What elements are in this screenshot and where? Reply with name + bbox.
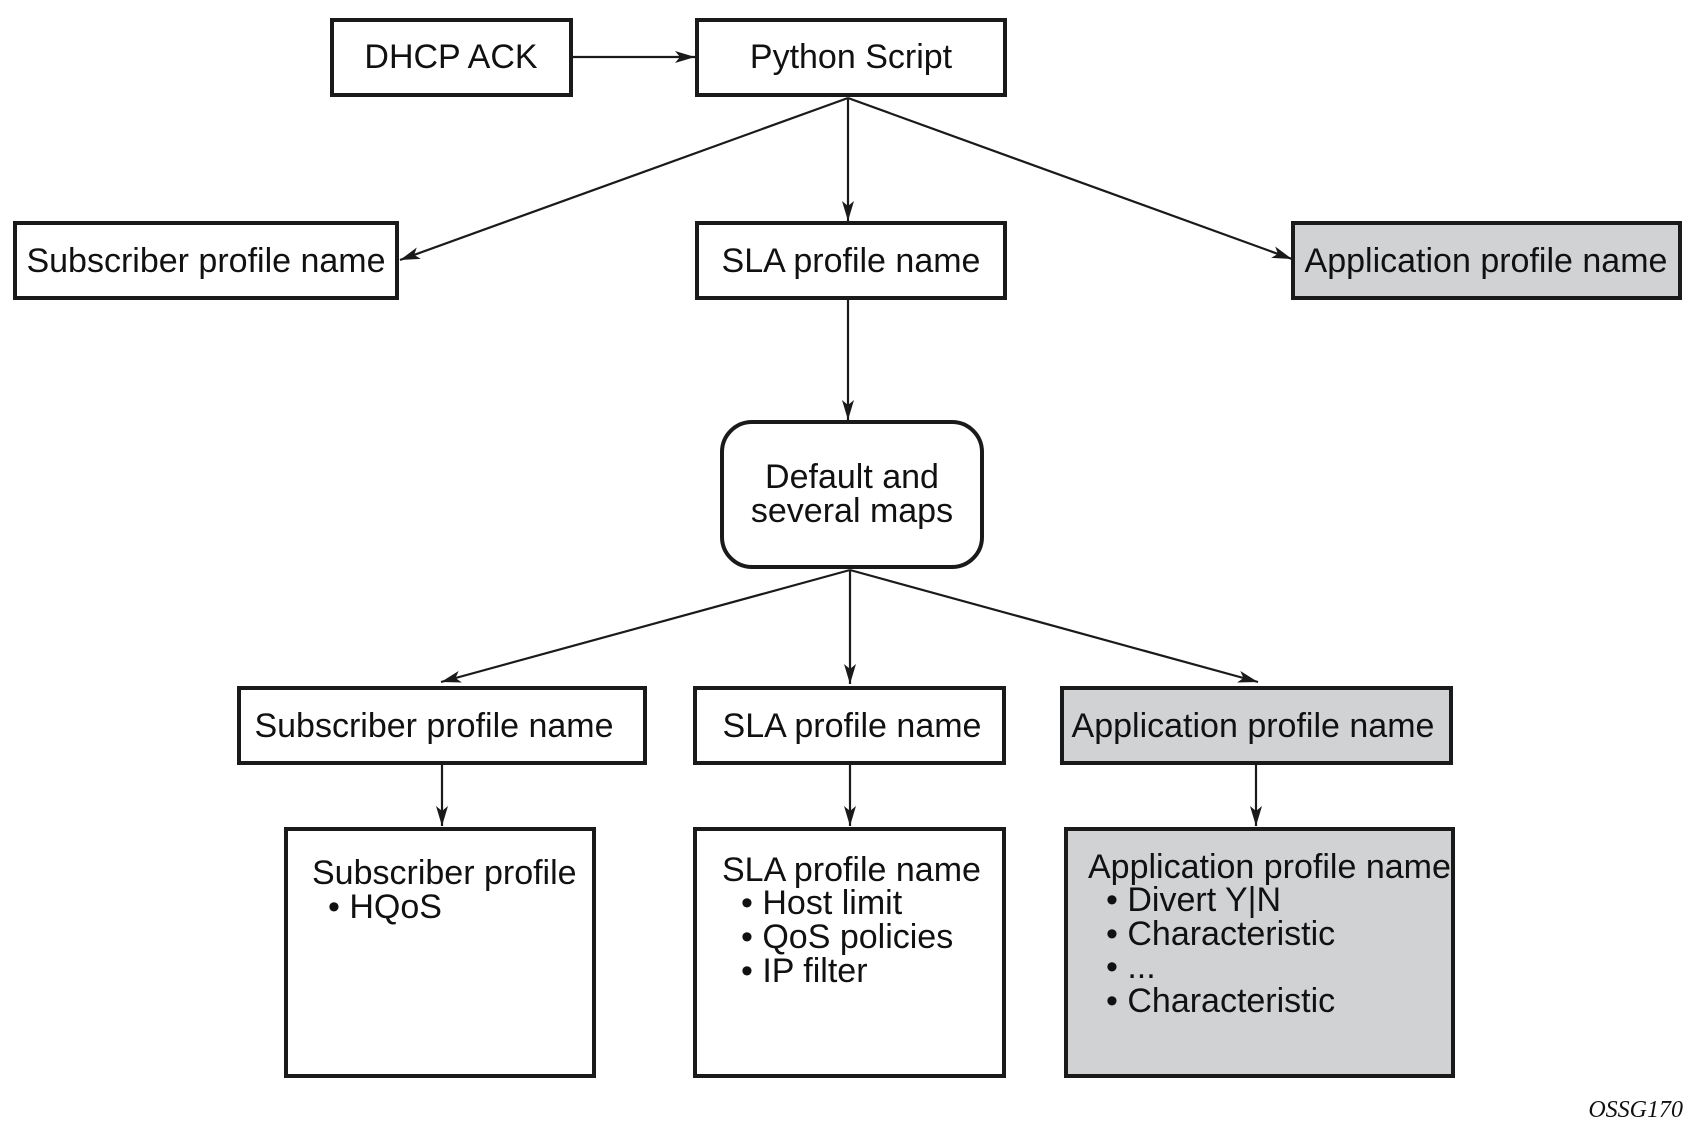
dhcp-ack-label: DHCP ACK bbox=[364, 38, 538, 76]
edges bbox=[399, 51, 1293, 826]
detail-sla-item: • QoS policies bbox=[741, 918, 953, 956]
sla-profile-name-top-label: SLA profile name bbox=[722, 242, 981, 280]
detail-subscriber-item: • HQoS bbox=[328, 888, 442, 926]
detail-sla-title: SLA profile name bbox=[722, 851, 981, 889]
detail-application-item: • Divert Y|N bbox=[1106, 881, 1281, 919]
figure-id: OSSG170 bbox=[1588, 1097, 1683, 1123]
python-script-label: Python Script bbox=[750, 38, 953, 76]
detail-sla-item: • Host limit bbox=[741, 884, 903, 922]
detail-application-profile: Application profile name • Divert Y|N • … bbox=[1064, 827, 1455, 1078]
edge-maps-to-subscriber-mid bbox=[440, 568, 851, 684]
detail-subscriber-title: Subscriber profile bbox=[312, 854, 577, 892]
detail-application-title: Application profile name bbox=[1088, 848, 1451, 886]
detail-application-item: • Characteristic bbox=[1106, 915, 1335, 953]
subscriber-profile-name-top-label: Subscriber profile name bbox=[26, 242, 385, 280]
node-dhcp-ack: DHCP ACK bbox=[330, 18, 573, 97]
edge-python-to-application-top bbox=[847, 96, 1293, 261]
subscriber-profile-name-mid-label: Subscriber profile name bbox=[254, 707, 613, 745]
node-subscriber-profile-name-top: Subscriber profile name bbox=[13, 221, 399, 300]
node-application-profile-name-top: Application profile name bbox=[1291, 221, 1682, 300]
node-application-profile-name-mid: Application profile name bbox=[1060, 686, 1453, 765]
default-maps-label-line-1: Default and bbox=[765, 458, 939, 496]
node-python-script: Python Script bbox=[695, 18, 1007, 97]
application-profile-name-top-label: Application profile name bbox=[1305, 242, 1668, 280]
detail-application-item: • ... bbox=[1106, 948, 1156, 986]
edge-maps-to-application-mid bbox=[849, 568, 1259, 684]
node-sla-profile-name-top: SLA profile name bbox=[695, 221, 1007, 300]
application-profile-name-mid-label: Application profile name bbox=[1072, 707, 1435, 745]
sla-profile-name-mid-label: SLA profile name bbox=[723, 707, 982, 745]
default-maps-label-line-2: several maps bbox=[751, 492, 953, 530]
detail-sla-profile: SLA profile name • Host limit • QoS poli… bbox=[693, 827, 1006, 1078]
node-subscriber-profile-name-mid: Subscriber profile name bbox=[237, 686, 647, 765]
node-default-maps: Default and several maps bbox=[720, 420, 984, 569]
node-sla-profile-name-mid: SLA profile name bbox=[693, 686, 1006, 765]
detail-subscriber-profile: Subscriber profile • HQoS bbox=[284, 827, 596, 1078]
detail-application-item: • Characteristic bbox=[1106, 982, 1335, 1020]
detail-sla-item: • IP filter bbox=[741, 952, 868, 990]
edge-python-to-subscriber-top bbox=[399, 96, 849, 262]
